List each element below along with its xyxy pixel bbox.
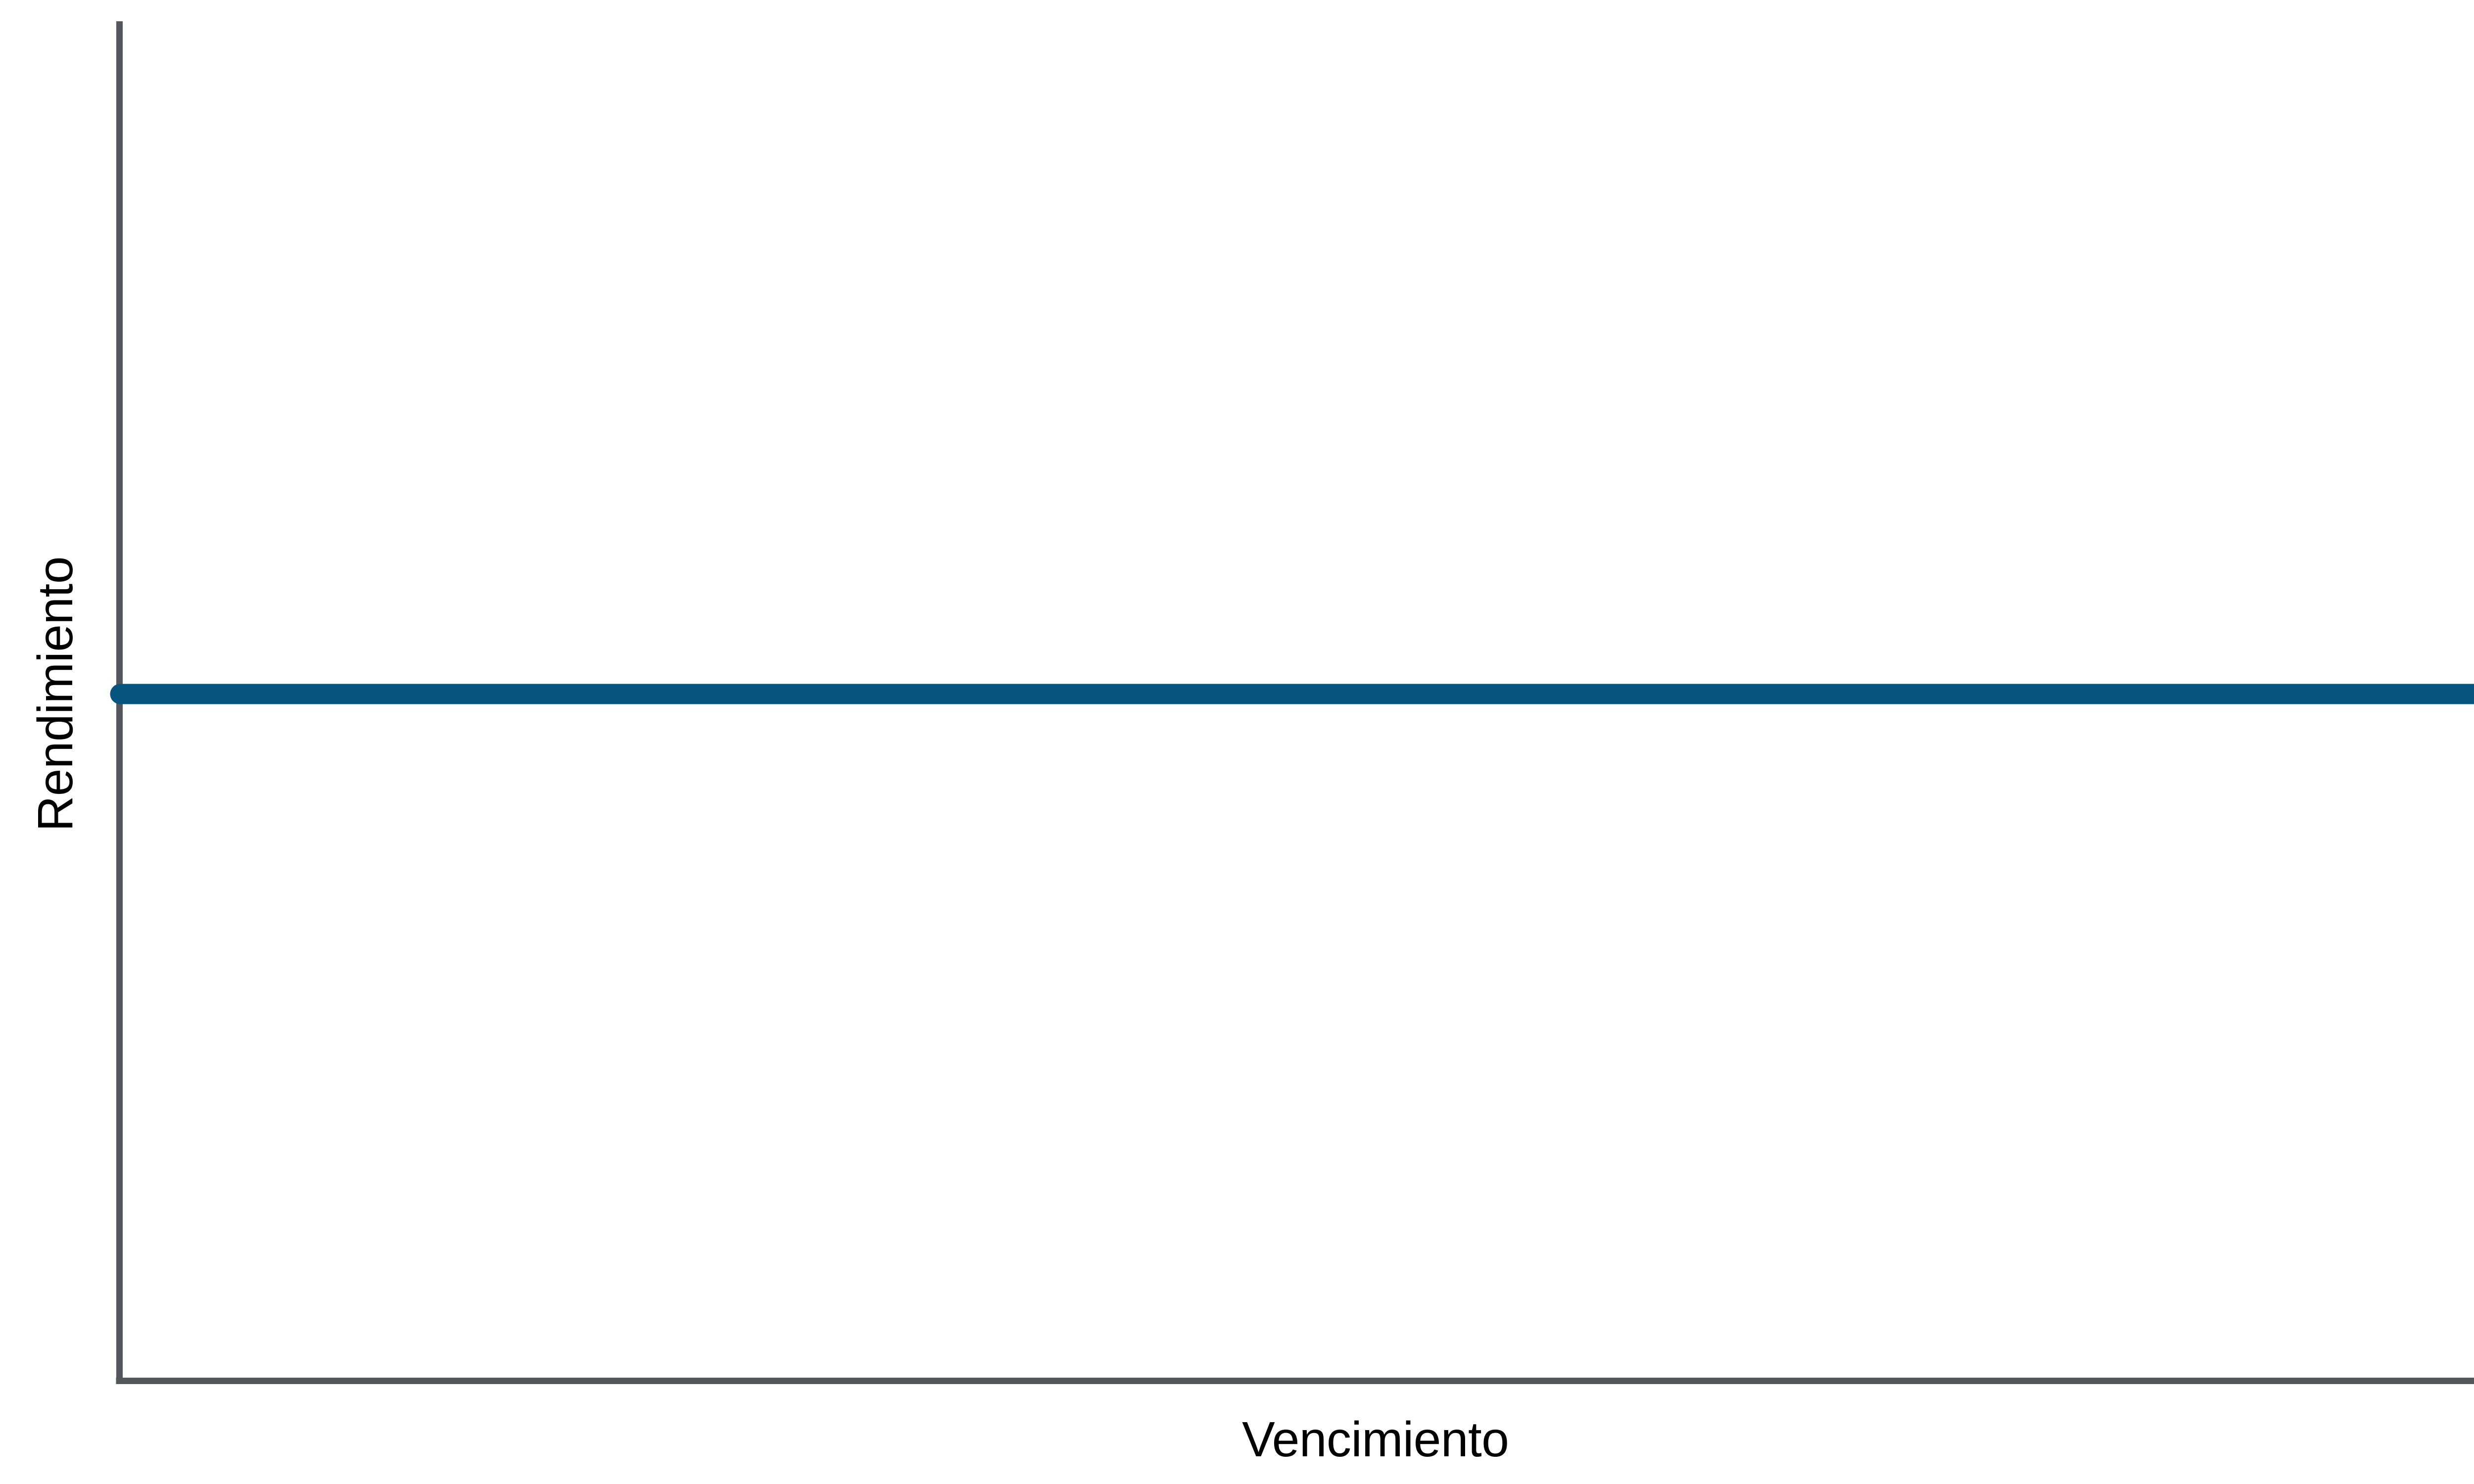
x-axis-label: Vencimiento xyxy=(116,1415,2474,1464)
x-axis-label-text: Vencimiento xyxy=(1242,1412,1509,1467)
